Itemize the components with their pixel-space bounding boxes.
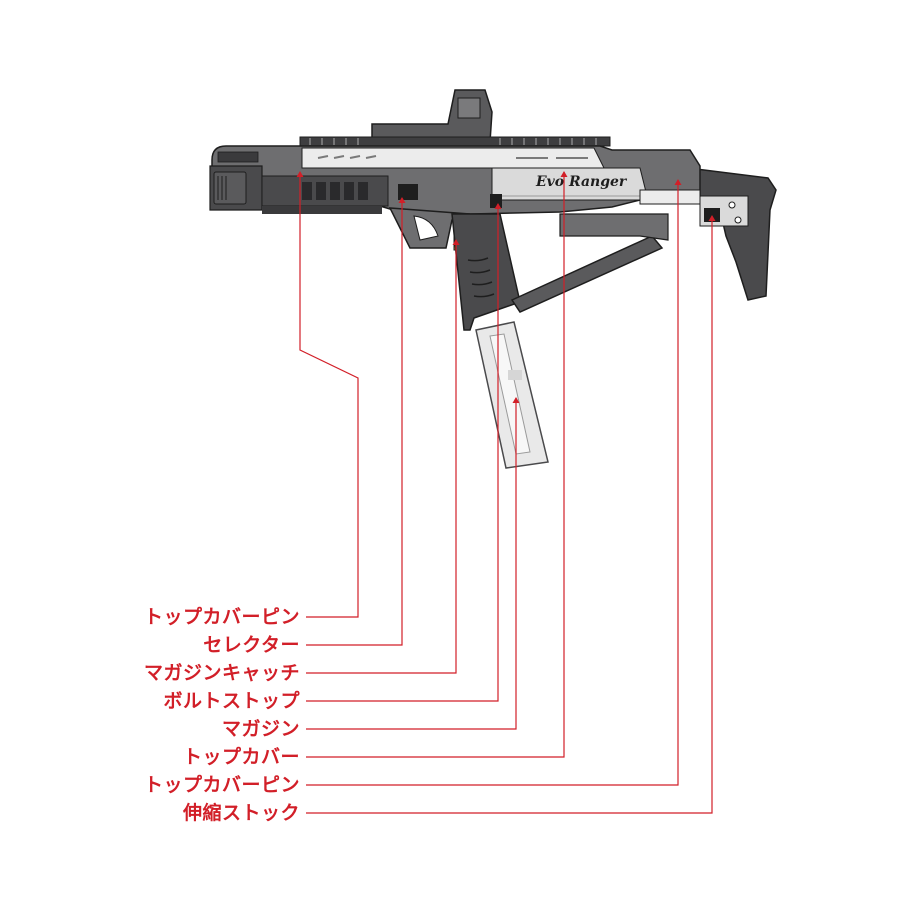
top-rail bbox=[299, 136, 611, 147]
callout-leader-line bbox=[306, 180, 679, 786]
callout-label: トップカバーピン bbox=[143, 774, 300, 796]
callout-marker bbox=[452, 239, 460, 245]
callout-marker bbox=[560, 171, 568, 177]
grip-assembly bbox=[388, 207, 669, 331]
callout-label: トップカバーピン bbox=[143, 606, 300, 628]
callout-leader-line bbox=[306, 172, 565, 758]
callout-marker bbox=[708, 215, 716, 221]
callout-marker bbox=[512, 397, 520, 403]
stock bbox=[687, 167, 777, 301]
callout-marker bbox=[494, 203, 502, 209]
callout-marker bbox=[674, 179, 682, 185]
callout-label: ボルトストップ bbox=[163, 690, 300, 712]
callout-label: マガジン bbox=[221, 718, 300, 740]
callout-label: 伸縮ストック bbox=[182, 802, 300, 824]
magazine bbox=[475, 321, 549, 469]
callout-leaders bbox=[296, 171, 716, 814]
callout-leader-line bbox=[306, 204, 499, 702]
red-dot-sight bbox=[371, 89, 493, 143]
callout-marker bbox=[296, 171, 304, 177]
callout-label: セレクター bbox=[203, 634, 300, 656]
receiver: Evo Ranger bbox=[209, 145, 701, 215]
callout-label: トップカバー bbox=[182, 746, 300, 768]
callout-leader-line bbox=[306, 216, 713, 814]
brand-mark: Evo Ranger bbox=[535, 174, 628, 190]
callout-label: マガジンキャッチ bbox=[143, 662, 300, 684]
callout-marker bbox=[398, 197, 406, 203]
callout-leader-line bbox=[306, 398, 517, 730]
callout-leader-line bbox=[306, 198, 403, 646]
callout-leader-line bbox=[306, 240, 457, 674]
callout-leader-line bbox=[299, 172, 359, 618]
